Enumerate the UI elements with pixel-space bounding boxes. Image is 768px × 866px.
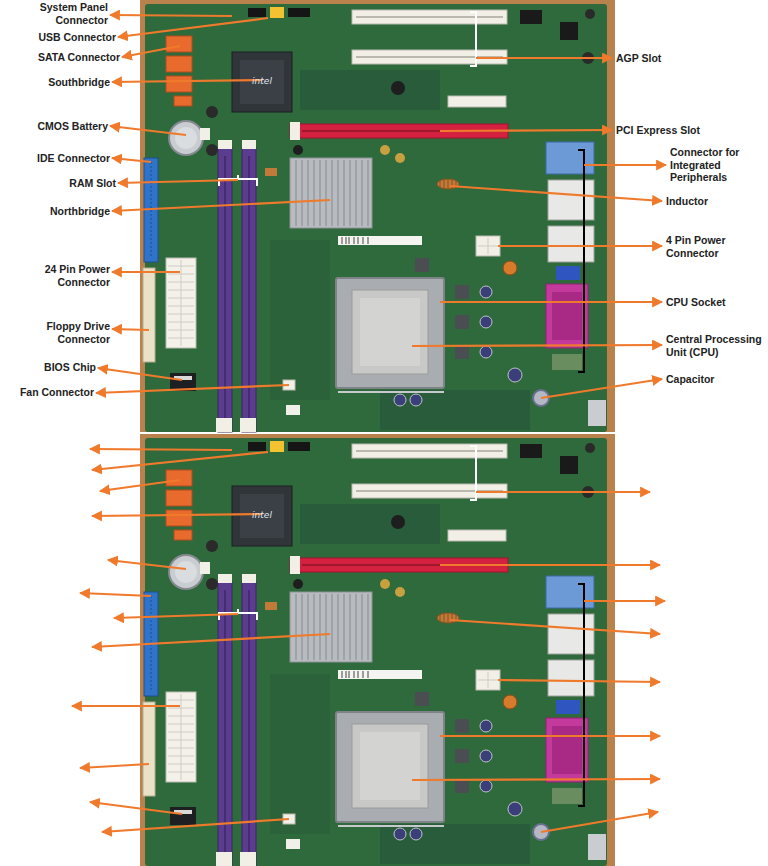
part-label: Inductor — [666, 195, 766, 208]
part-label: PCI Express Slot — [616, 124, 756, 137]
part-label: IDE Connector — [10, 152, 110, 165]
part-label: Southbridge — [10, 76, 110, 89]
part-label: RAM Slot — [16, 177, 116, 190]
leader-arrow — [72, 705, 180, 707]
leader-arrow — [450, 186, 662, 201]
leader-arrow — [98, 368, 182, 380]
part-label: Northbridge — [10, 205, 110, 218]
part-label: CPU Socket — [666, 296, 766, 309]
leader-arrow — [92, 452, 268, 470]
leader-arrows — [72, 15, 666, 832]
part-label: AGP Slot — [616, 52, 756, 65]
labeled-board-photo — [140, 0, 615, 432]
leader-arrow — [122, 46, 180, 57]
leader-arrow — [112, 80, 262, 82]
chip-logo: intel — [242, 510, 282, 520]
leader-arrow — [108, 560, 186, 569]
part-label: Connector for Integrated Peripherals — [670, 146, 766, 184]
leader-arrow — [584, 600, 665, 602]
part-label: Central Processing Unit (CPU) — [666, 333, 767, 358]
part-label: Capacitor — [666, 373, 766, 386]
part-label: BIOS Chip — [6, 361, 96, 374]
leader-arrow — [498, 245, 662, 247]
part-label: 24 Pin Power Connector — [28, 263, 110, 288]
leader-arrow — [112, 329, 149, 330]
leader-arrow — [110, 15, 232, 16]
leader-arrow — [80, 764, 149, 768]
leader-arrow — [476, 491, 650, 493]
leader-arrow — [102, 819, 289, 832]
leader-arrow — [498, 680, 660, 682]
leader-arrow — [440, 735, 660, 737]
leader-arrow — [541, 379, 662, 398]
leader-arrow — [112, 158, 151, 162]
part-label: CMOS Battery — [8, 120, 108, 133]
leader-arrow — [114, 614, 238, 618]
leader-arrow — [476, 57, 612, 59]
leader-arrow — [450, 620, 660, 634]
part-label: 4 Pin Power Connector — [666, 234, 758, 259]
leader-arrow — [80, 593, 151, 596]
leader-arrow — [118, 18, 268, 37]
leader-arrow — [584, 164, 666, 166]
leader-arrow — [96, 385, 289, 393]
part-label: USB Connector — [16, 31, 116, 44]
leader-arrow — [112, 200, 330, 211]
part-label: SATA Connector — [10, 51, 120, 64]
leader-arrow — [90, 802, 182, 814]
leader-arrow — [440, 564, 660, 566]
leader-arrow — [412, 779, 660, 780]
leader-arrow — [100, 480, 180, 491]
leader-arrow — [92, 514, 262, 516]
leader-arrow — [440, 130, 612, 131]
part-label: System Panel Connector — [18, 1, 108, 26]
part-label: Floppy Drive Connector — [30, 320, 110, 345]
leader-arrow — [412, 345, 662, 346]
part-label: Fan Connector — [4, 386, 94, 399]
leader-arrow — [440, 301, 662, 303]
chip-logo: intel — [242, 76, 282, 86]
leader-arrow — [541, 812, 658, 832]
leader-arrow — [90, 449, 232, 450]
leader-arrow — [110, 126, 186, 135]
leader-arrow — [118, 180, 238, 183]
leader-arrow — [92, 634, 330, 647]
leader-arrow — [112, 271, 180, 273]
blank-board-photo — [140, 434, 615, 866]
